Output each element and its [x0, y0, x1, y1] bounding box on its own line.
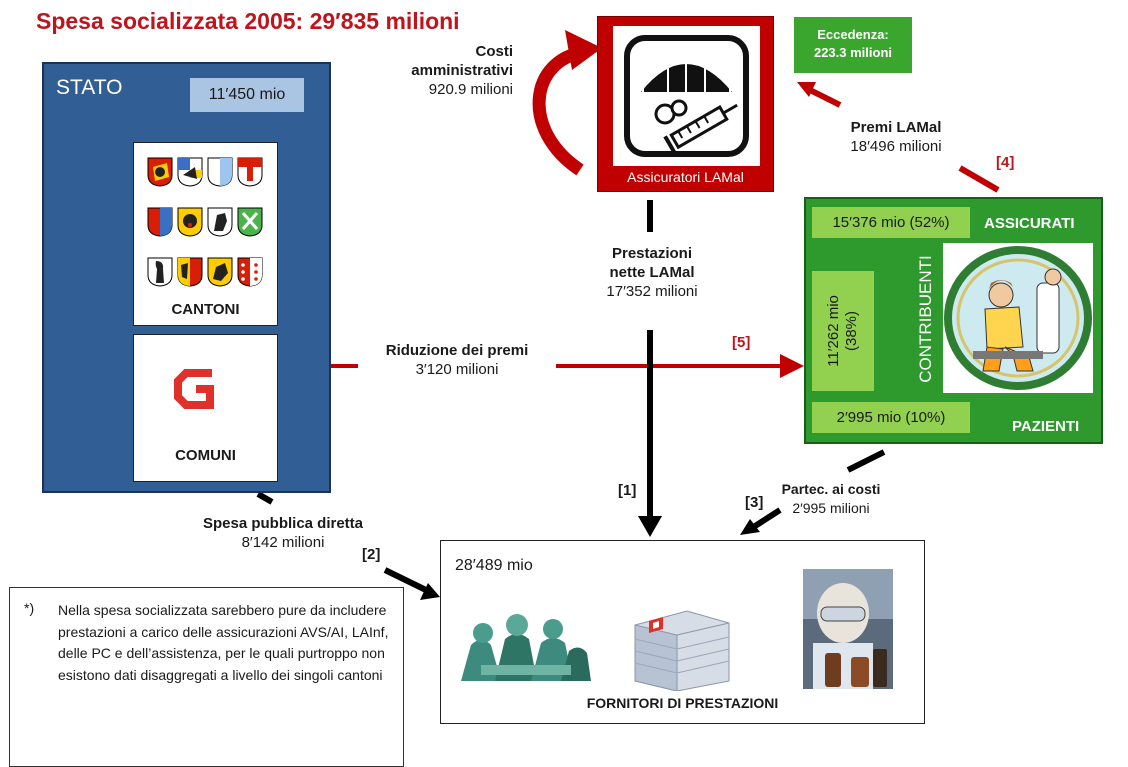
canton-shield-stgallen [237, 207, 263, 237]
fornitori-value: 28′489 mio [455, 557, 533, 574]
eccedenza-box: Eccedenza: 223.3 milioni [794, 17, 912, 73]
stato-value: 11′450 mio [190, 78, 304, 112]
spesa-pubblica-tag: [2] [362, 546, 381, 563]
fornitori-label: FORNITORI DI PRESTAZIONI [586, 695, 779, 711]
hospital-building-icon [627, 595, 737, 692]
lab-scientist-image [803, 569, 893, 689]
pazienti-value: 2′995 mio (10%) [812, 402, 970, 433]
canton-shield-uri [177, 207, 203, 237]
fornitori-box: 28′489 mio [440, 540, 925, 724]
eccedenza-title: Eccedenza: [817, 27, 889, 42]
surgeons-image [461, 595, 591, 681]
premi-tag: [4] [996, 154, 1015, 171]
partec-tag: [3] [745, 494, 764, 511]
canton-shield-bern [147, 157, 173, 187]
patient-doctor-image [943, 243, 1093, 393]
stato-title: STATO [56, 76, 123, 99]
riduzione-tag: [5] [732, 334, 751, 351]
assicurati-label: ASSICURATI [984, 215, 1075, 232]
canton-shield-red-blue [147, 207, 173, 237]
footnote-text: Nella spesa socializzata sarebbero pure … [58, 602, 389, 683]
contrib-value: 11′262 mio [825, 295, 842, 367]
partec-connector [846, 449, 886, 473]
contrib-value-box: 11′262 mio (38%) [812, 271, 874, 391]
footnote-marker: *) [24, 600, 35, 616]
eccedenza-value: 223.3 milioni [813, 45, 893, 60]
canton-shield-valais [237, 257, 263, 287]
canton-shield-basel [147, 257, 173, 287]
costi-curved-arrow [532, 45, 586, 176]
contrib-percent: (38%) [843, 311, 860, 352]
premi-connector [958, 165, 1000, 193]
partec-label: Partec. ai costi 2′995 milioni [781, 481, 881, 516]
comuni-box: COMUNI [133, 334, 278, 482]
assicuratori-box: Assicuratori LAMal [597, 16, 774, 192]
comuni-logo-icon [172, 365, 220, 416]
assicuratori-label: Assicuratori LAMal [627, 169, 744, 185]
canton-shield-appenzell [207, 207, 233, 237]
contribuenti-box: 15′376 mio (52%) ASSICURATI 11′262 mio (… [804, 197, 1103, 444]
pazienti-label: PAZIENTI [1012, 418, 1080, 435]
canton-shield-geneva-eagle [177, 257, 203, 287]
insurance-umbrella-icon [613, 26, 760, 166]
assicurati-value: 15′376 mio (52%) [812, 207, 970, 238]
partec-arrow [750, 507, 782, 531]
riduzione-label: Riduzione dei premi 3′120 milioni [385, 342, 529, 378]
cantoni-label: CANTONI [171, 301, 240, 318]
prestazioni-tag: [1] [618, 482, 637, 499]
cantoni-box: CANTONI [133, 142, 278, 326]
premi-label: Premi LAMal 18′496 milioni [850, 119, 942, 155]
costi-amm-label: Costi amministrativi 920.9 milioni [411, 43, 513, 98]
canton-shield-schaffhausen [207, 257, 233, 287]
spesa-pubblica-label: Spesa pubblica diretta 8′142 milioni [202, 515, 364, 551]
page-title: Spesa socializzata 2005: 29′835 milioni [36, 8, 460, 34]
spesa-connector [256, 491, 274, 505]
canton-shield-geneva [237, 157, 263, 187]
canton-shield-lucerne [207, 157, 233, 187]
canton-shield-zurich [177, 157, 203, 187]
contribuenti-label: CONTRIBUENTI [916, 255, 935, 383]
spesa-arrow [383, 567, 430, 594]
stato-box: STATO 11′450 mio [42, 62, 331, 493]
prestazioni-label: Prestazioni nette LAMal 17′352 milioni [606, 245, 698, 300]
comuni-label: COMUNI [175, 447, 236, 464]
footnote-box: *) Nella spesa socializzata sarebbero pu… [9, 587, 404, 767]
